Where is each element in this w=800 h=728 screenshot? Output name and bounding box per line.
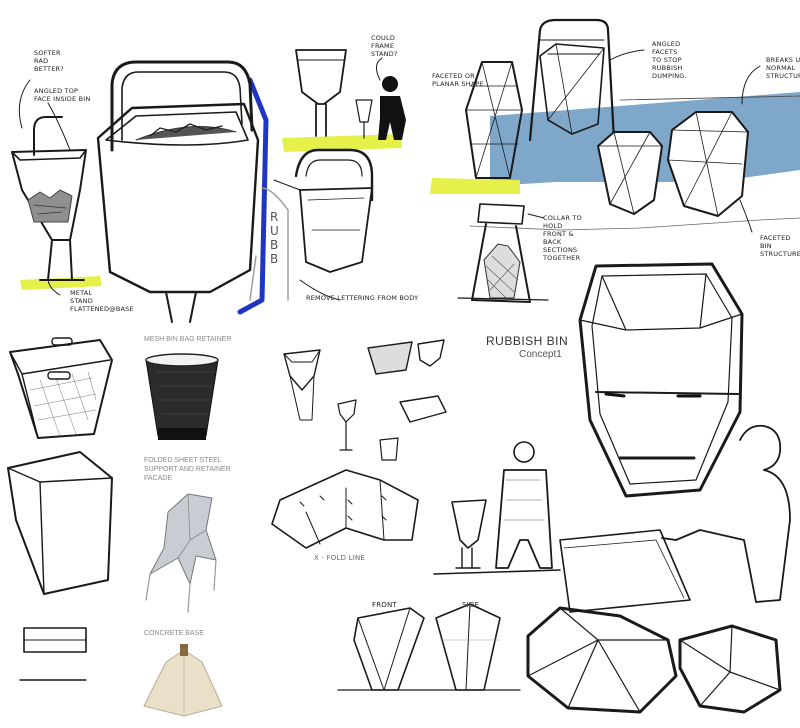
note-breaks-up: BREAKS UP NORMAL STRUCTURE <box>766 56 800 80</box>
sketch-mesh-retainer <box>9 337 113 439</box>
sketch-faceted-bins-pair <box>526 606 782 714</box>
note-could-frame: COULD FRAME STAND? <box>371 34 398 58</box>
sketch-front-side-views <box>337 603 521 691</box>
sketch-hooped-bin <box>249 148 374 301</box>
sketch-narrow-post-bin <box>282 49 406 152</box>
note-faceted-bin: FACETED BIN STRUCTURE <box>760 234 800 258</box>
note-remove-lettering: REMOVE LETTERING FROM BODY <box>306 294 419 302</box>
note-metal-stand: METAL STAND FLATTENED@BASE <box>70 289 134 313</box>
caption-mesh-retainer: MESH BIN BAG RETAINER <box>144 336 232 343</box>
label-front-view: FRONT <box>372 601 397 609</box>
note-collar: COLLAR TO HOLD FRONT & BACK SECTIONS TOG… <box>543 214 582 262</box>
sketch-street-scene <box>430 18 800 233</box>
sketch-concrete-base <box>19 627 87 681</box>
sketch-folded-sheet <box>7 451 113 595</box>
sketch-open-faceted-bin <box>578 262 744 498</box>
note-bin-lettering: RUBB <box>270 210 279 266</box>
sketch-person-throwing <box>559 424 791 613</box>
caption-folded-sheet: FOLDED SHEET STEEL SUPPORT AND RETAINER … <box>144 457 231 482</box>
photo-concrete-base <box>143 644 223 717</box>
caption-concrete-base: CONCRETE BASE <box>144 630 204 637</box>
sketch-bin-with-person <box>433 441 561 575</box>
note-softer-rad: SOFTER RAD BETTER? <box>34 49 64 73</box>
label-fold-line: X - FOLD LINE <box>314 554 366 562</box>
note-angled-facets: ANGLED FACETS TO STOP RUBBISH DUMPING. <box>652 40 687 80</box>
sketch-thumbnail-group <box>283 339 447 461</box>
label-side-view: SIDE <box>462 601 480 609</box>
sheet-subtitle: Concept1 <box>519 349 562 360</box>
sheet-title: RUBBISH BIN <box>486 334 569 348</box>
sketch-collar-bin <box>457 203 549 303</box>
photo-mesh-bin <box>145 353 219 440</box>
sketch-fold-pattern <box>271 469 419 549</box>
sketch-large-bin <box>96 60 269 323</box>
sketch-stand-bin <box>11 79 102 296</box>
note-faceted-or-planar: FACETED OR PLANAR SHAPE <box>432 72 484 88</box>
photo-folded-steel-chair <box>145 493 217 613</box>
note-angled-top: ANGLED TOP FACE INSIDE BIN <box>34 87 91 103</box>
